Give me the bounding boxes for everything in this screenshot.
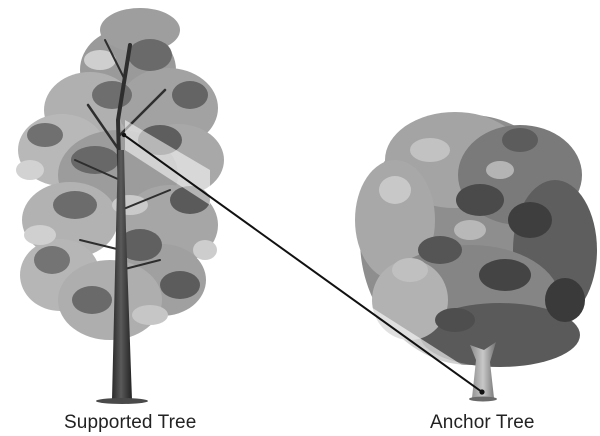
anchor-tree-foliage bbox=[355, 112, 597, 367]
cable-anchor-point-lower bbox=[479, 389, 485, 395]
supported-tree bbox=[16, 8, 224, 404]
anchor-tree-shadow bbox=[469, 396, 497, 402]
supported-tree-shadow bbox=[96, 398, 148, 404]
anchor-tree-trunk bbox=[470, 342, 496, 398]
anchor-tree-label: Anchor Tree bbox=[430, 412, 535, 433]
support-cable bbox=[123, 134, 483, 393]
supported-tree-foliage bbox=[16, 8, 224, 340]
cable-anchor-point-upper bbox=[121, 132, 127, 138]
supported-tree-trunk bbox=[112, 150, 132, 400]
anchor-tree bbox=[355, 112, 597, 402]
supported-tree-label: Supported Tree bbox=[64, 412, 197, 433]
